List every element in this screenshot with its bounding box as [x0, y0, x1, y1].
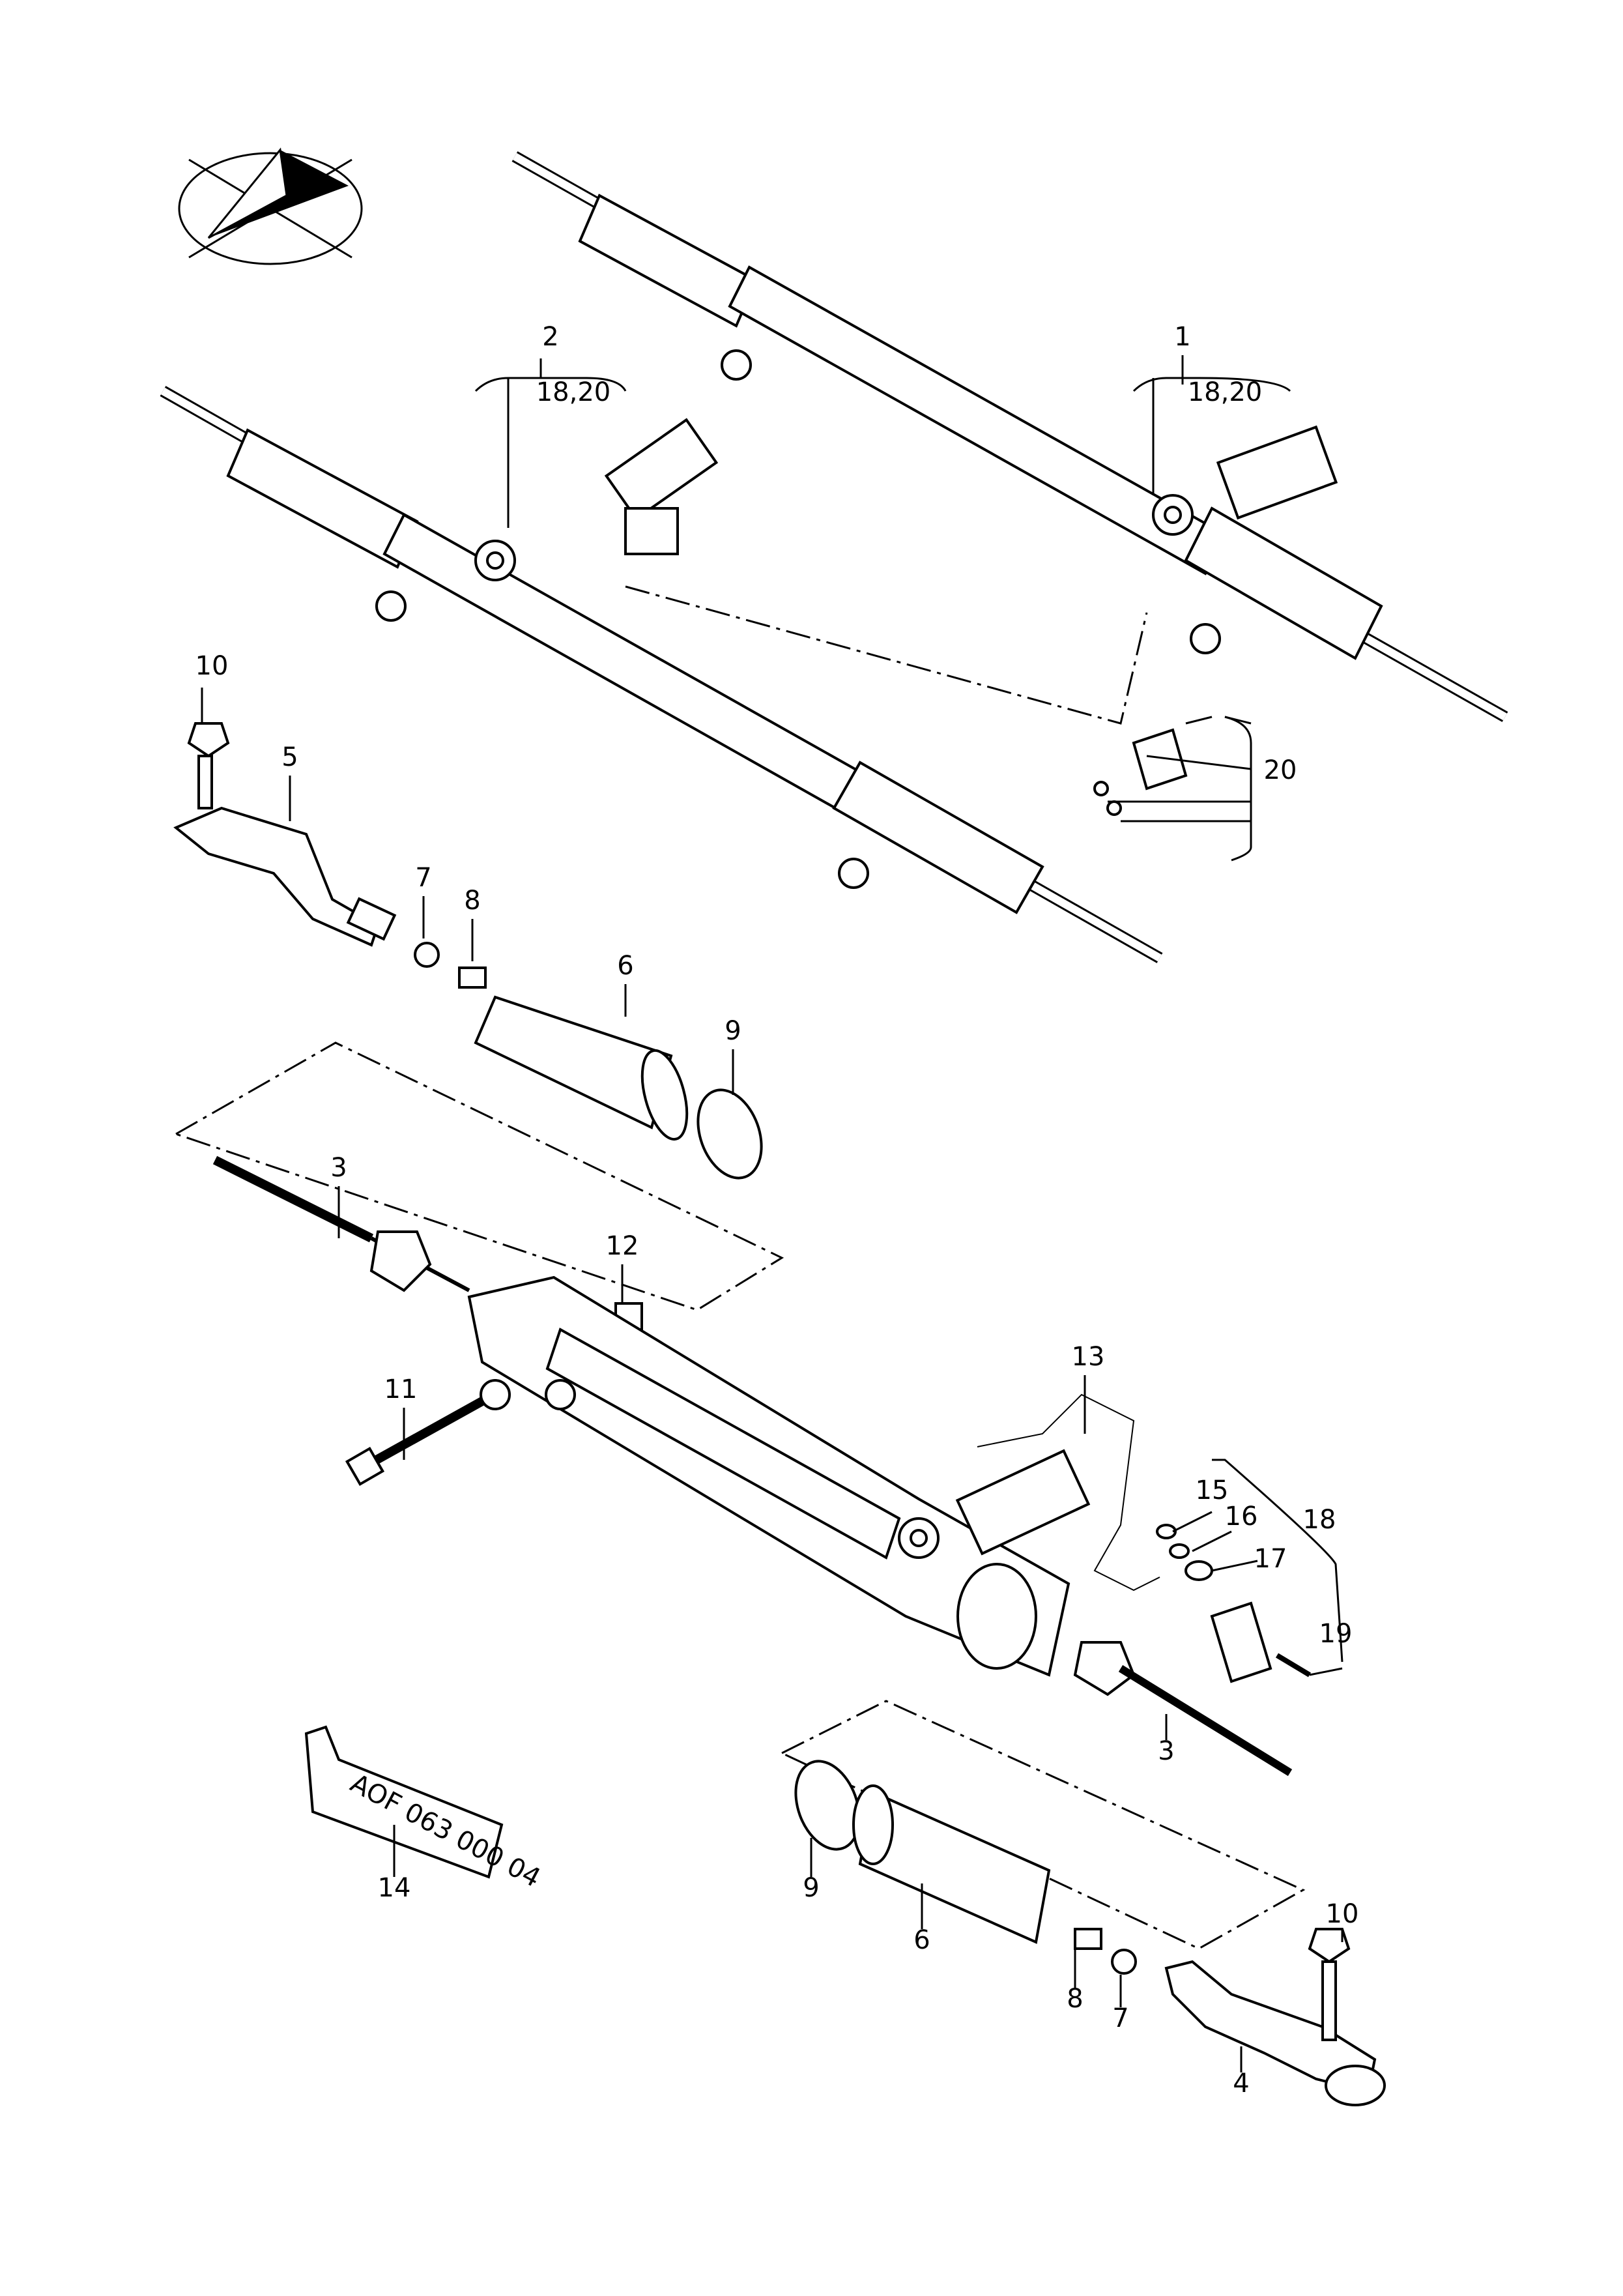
nut-7-upper [414, 942, 440, 968]
label-8a: 8 [464, 886, 480, 916]
steering-rack-middle [160, 386, 1163, 963]
label-12: 12 [606, 1231, 639, 1261]
label-9b: 9 [803, 1873, 819, 1903]
label-18: 18 [1303, 1505, 1336, 1535]
label-10a: 10 [195, 651, 229, 681]
tie-rod-end-lower [1164, 1928, 1386, 2106]
clip-8-upper [458, 966, 487, 989]
label-7a: 7 [415, 863, 431, 893]
label-7b: 7 [1112, 2003, 1128, 2033]
steering-rack-upper [511, 151, 1508, 722]
label-20: 20 [1264, 755, 1297, 785]
inner-tie-rod-3-lower [1073, 1641, 1293, 1777]
label-2-sub: 18,20 [536, 377, 611, 407]
bolt-11 [345, 1397, 485, 1487]
grease-tube-14: AOF 063 000 04 [304, 1725, 545, 1893]
label-19: 19 [1319, 1619, 1353, 1649]
label-13: 13 [1072, 1342, 1105, 1372]
label-11: 11 [384, 1374, 418, 1404]
seal-ring-16 [1169, 1543, 1190, 1559]
orientation-compass-icon [178, 147, 363, 265]
clip-8-lower [1074, 1928, 1102, 1950]
label-8b: 8 [1067, 1984, 1083, 2014]
label-14: 14 [378, 1873, 411, 1903]
clamp-9-upper [697, 1088, 763, 1180]
label-15: 15 [1196, 1475, 1229, 1505]
label-6a: 6 [617, 951, 633, 981]
steering-rack-lower [467, 1275, 1091, 1677]
label-6b: 6 [913, 1925, 930, 1955]
label-10b: 10 [1326, 1899, 1359, 1929]
leader-lines [201, 355, 1343, 2072]
sensor-18 [1210, 1601, 1312, 1683]
label-3b: 3 [1158, 1736, 1174, 1766]
label-9a: 9 [725, 1016, 741, 1046]
label-3a: 3 [330, 1153, 347, 1183]
bracket-assembly-20 [1093, 716, 1213, 816]
label-1-sub: 18,20 [1188, 377, 1263, 407]
label-17: 17 [1254, 1544, 1287, 1574]
label-5: 5 [281, 742, 298, 772]
cable-13 [977, 1393, 1160, 1591]
boot-6-upper [474, 995, 689, 1141]
label-4: 4 [1233, 2069, 1249, 2099]
label-1: 1 [1174, 322, 1190, 352]
inner-tie-rod-3-upper [212, 1155, 470, 1292]
nut-7-lower [1111, 1949, 1137, 1975]
boot-6-lower [852, 1784, 1051, 1944]
clamp-9-lower [794, 1760, 861, 1851]
label-2: 2 [542, 322, 558, 352]
label-16: 16 [1225, 1502, 1258, 1532]
tie-rod-end-upper [173, 722, 397, 947]
seal-ring-15 [1156, 1524, 1177, 1539]
o-ring-17 [1185, 1560, 1213, 1581]
